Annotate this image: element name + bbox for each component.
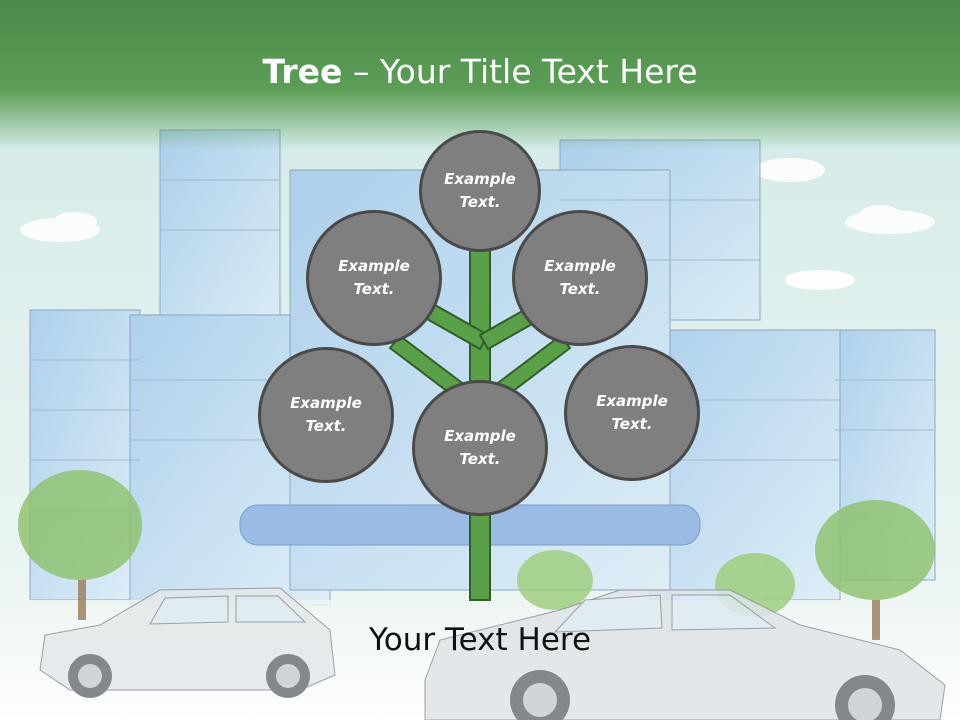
node-line1: Example [338, 257, 410, 275]
node-line1: Example [444, 427, 516, 445]
node-lower-right: Example Text. [564, 345, 700, 481]
node-line2: Text. [353, 280, 395, 298]
node-lower-left: Example Text. [258, 347, 394, 483]
node-line2: Text. [459, 193, 501, 211]
node-line2: Text. [611, 415, 653, 433]
node-upper-right: Example Text. [512, 210, 648, 346]
slide-title: Tree – Your Title Text Here [0, 52, 960, 91]
node-line1: Example [544, 257, 616, 275]
cloud-icon [20, 158, 935, 290]
header-band [0, 0, 960, 150]
node-line2: Text. [559, 280, 601, 298]
node-line1: Example [290, 394, 362, 412]
node-line1: Example [596, 392, 668, 410]
slide-caption: Your Text Here [368, 622, 592, 658]
title-rest: – Your Title Text Here [342, 52, 698, 91]
title-bold: Tree [262, 52, 343, 91]
node-center: Example Text. [412, 380, 548, 516]
node-line2: Text. [459, 450, 501, 468]
node-top: Example Text. [419, 130, 541, 252]
node-line1: Example [444, 170, 516, 188]
node-upper-left: Example Text. [306, 210, 442, 346]
node-line2: Text. [305, 417, 347, 435]
car-icon [39, 587, 946, 720]
